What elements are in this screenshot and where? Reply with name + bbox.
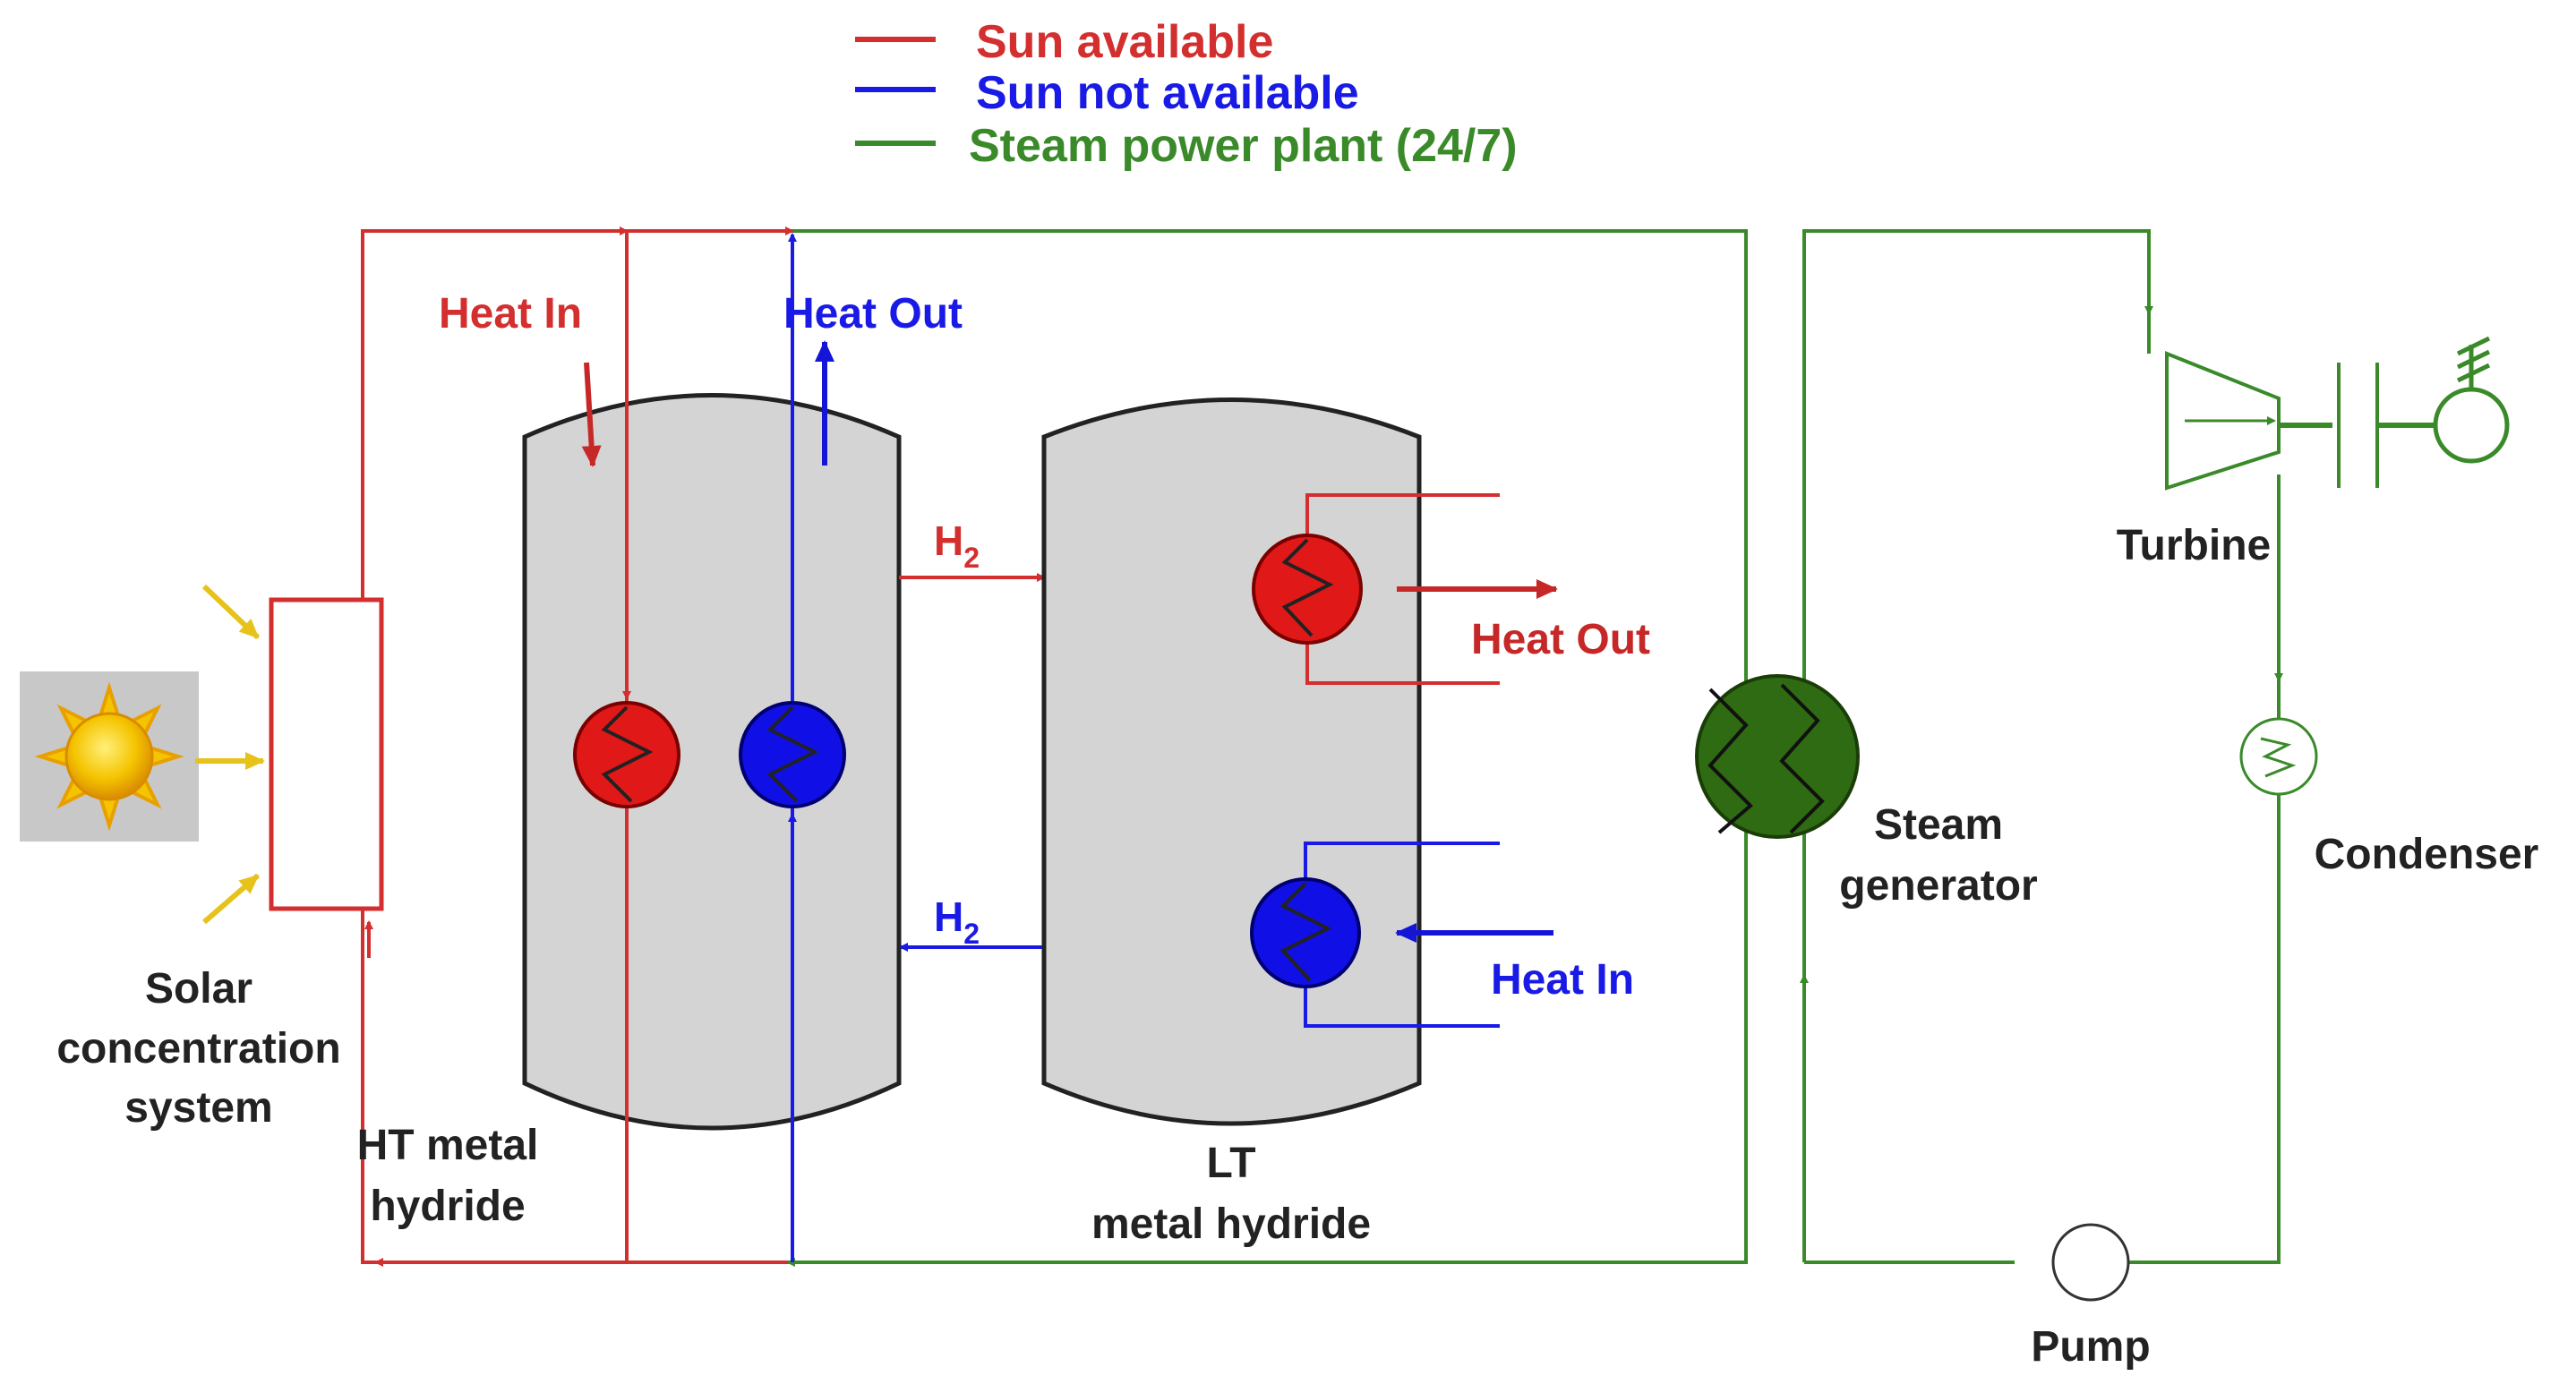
lt-heat-exchanger-blue	[1250, 842, 1500, 1028]
generator-icon	[2433, 336, 2510, 464]
legend-sun-available: Sun available	[976, 16, 1273, 68]
heat-out-lt-label: Heat Out	[1471, 616, 1650, 663]
h2-label-top: H2	[934, 517, 980, 574]
ht-heat-exchanger-blue	[739, 701, 846, 808]
heat-in-arrow-ht	[581, 362, 602, 467]
lt-metal-hydride-tank	[1041, 397, 1422, 1126]
solar-collector	[269, 597, 384, 911]
heat-in-lt-label: Heat In	[1491, 956, 1634, 1004]
condenser-label: Condenser	[2315, 831, 2539, 878]
svg-text:metal hydride: metal hydride	[1091, 1201, 1371, 1248]
legend-steam-power-plant: Steam power plant (24/7)	[969, 120, 1518, 172]
steam-generator-label: Steam generator	[1839, 801, 2037, 910]
turbine-label: Turbine	[2117, 522, 2271, 569]
lt-heat-exchanger-red	[1252, 493, 1500, 685]
lt-label: LT metal hydride	[1091, 1140, 1371, 1248]
pump-label: Pump	[2031, 1323, 2150, 1371]
ht-heat-exchanger-red	[573, 701, 680, 808]
sun-rays	[195, 584, 265, 925]
solar-label: Solar concentration system	[56, 965, 340, 1132]
svg-text:LT: LT	[1206, 1140, 1255, 1187]
pump	[2051, 1223, 2130, 1302]
heat-in-ht-label: Heat In	[439, 290, 582, 338]
turbine	[2165, 351, 2435, 491]
svg-text:hydride: hydride	[370, 1183, 525, 1230]
h2-label-bottom: H2	[934, 893, 980, 950]
ht-metal-hydride-tank	[522, 393, 902, 1131]
svg-text:generator: generator	[1839, 862, 2037, 910]
legend: Sun available Sun not available Steam po…	[855, 16, 1518, 172]
svg-text:Solar: Solar	[145, 965, 252, 1013]
steam-generator	[1695, 674, 1860, 839]
svg-text:Steam: Steam	[1874, 801, 2003, 849]
ht-label: HT metal hydride	[357, 1122, 539, 1230]
svg-text:HT metal: HT metal	[357, 1122, 539, 1169]
sun-icon	[20, 671, 199, 842]
heat-out-ht-label: Heat Out	[783, 290, 963, 338]
condenser	[2239, 717, 2318, 796]
legend-sun-not-available: Sun not available	[976, 67, 1359, 119]
svg-text:system: system	[124, 1084, 272, 1132]
svg-text:concentration: concentration	[56, 1025, 340, 1073]
